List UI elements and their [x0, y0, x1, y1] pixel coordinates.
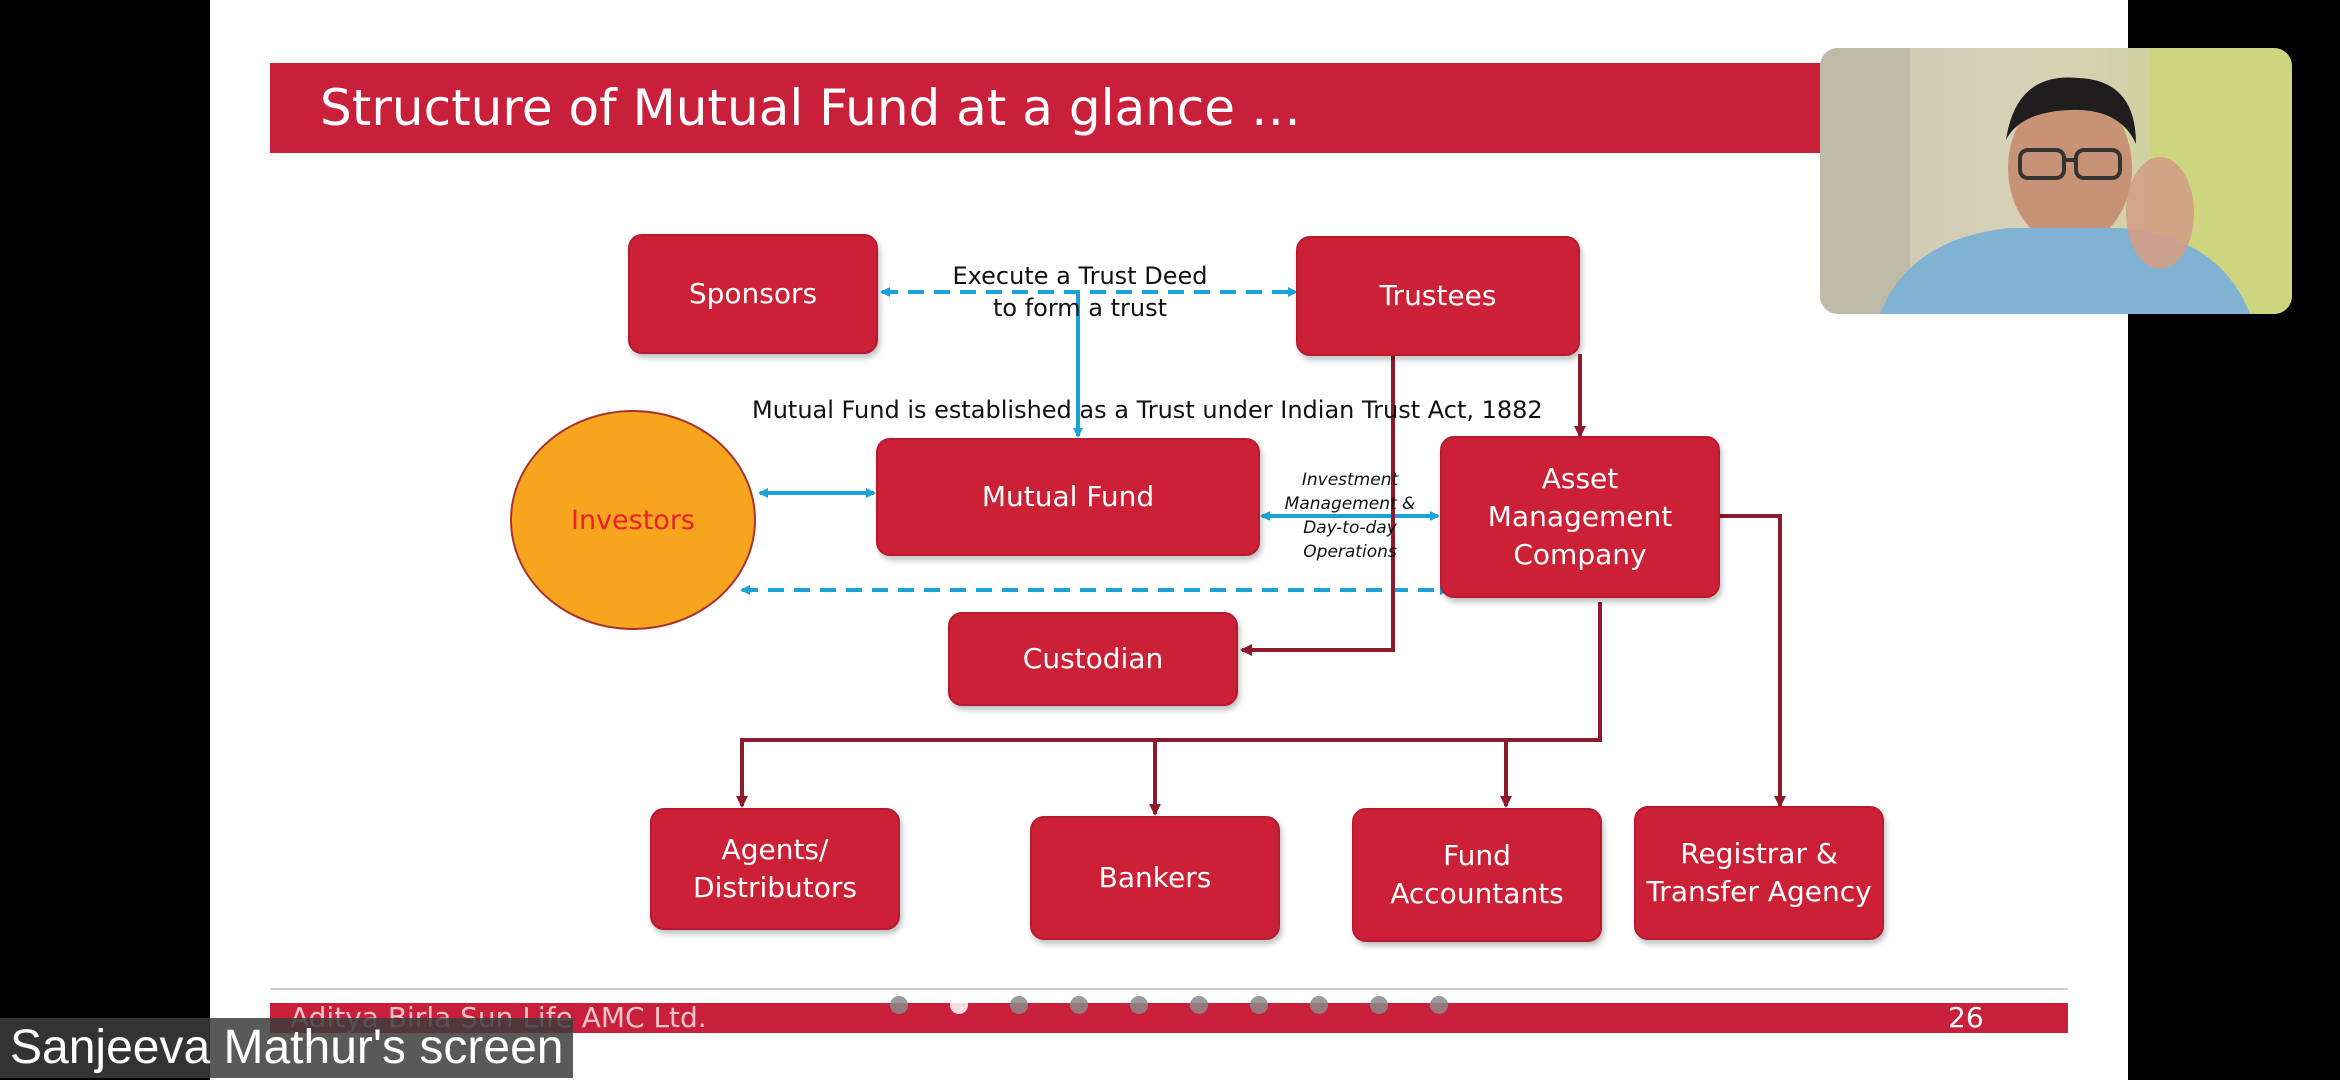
- trust-deed-label-line2: to form a trust: [992, 294, 1168, 322]
- amc-registrar-connector: [1718, 514, 1786, 808]
- presentation-slide: Structure of Mutual Fund at a glance …: [210, 0, 2128, 1080]
- pager-dot[interactable]: [1130, 996, 1148, 1014]
- bankers-box: Bankers: [1030, 816, 1280, 940]
- agents-distributors-box: Agents/ Distributors: [650, 808, 900, 930]
- footer-divider: [270, 988, 2068, 990]
- presenter-video-thumbnail[interactable]: [1820, 48, 2292, 314]
- pager-dot[interactable]: [1070, 996, 1088, 1014]
- amc-box: Asset Management Company: [1440, 436, 1720, 598]
- title-bar: Structure of Mutual Fund at a glance …: [270, 63, 1860, 153]
- slide-page-number: 26: [1948, 1001, 1984, 1034]
- pager-dot[interactable]: [950, 996, 968, 1014]
- diagram-connectors: [736, 287, 1786, 816]
- fund-accountants-box: Fund Accountants: [1352, 808, 1602, 942]
- presenter-avatar-icon: [1820, 48, 2292, 314]
- registrar-transfer-agency-box: Registrar & Transfer Agency: [1634, 806, 1884, 940]
- slide-pager[interactable]: [890, 996, 1448, 1014]
- slide-title: Structure of Mutual Fund at a glance …: [320, 79, 1301, 137]
- pager-dot[interactable]: [1250, 996, 1268, 1014]
- pager-dot[interactable]: [890, 996, 908, 1014]
- investors-ellipse: Investors: [510, 410, 756, 630]
- custodian-box: Custodian: [948, 612, 1238, 706]
- trust-deed-label-line1: Execute a Trust Deed: [952, 262, 1208, 290]
- investment-operations-label: Investment Management & Day-to-day Opera…: [1284, 470, 1416, 562]
- trust-act-note: Mutual Fund is established as a Trust un…: [752, 396, 1543, 424]
- trustees-box: Trustees: [1296, 236, 1580, 356]
- pager-dot[interactable]: [1010, 996, 1028, 1014]
- screen-share-label: Sanjeeva Mathur's screen: [0, 1018, 574, 1078]
- amc-bottom-row-connector: [736, 602, 1602, 808]
- pager-dot[interactable]: [1310, 996, 1328, 1014]
- sponsors-box: Sponsors: [628, 234, 878, 354]
- pager-dot[interactable]: [1430, 996, 1448, 1014]
- pager-dot[interactable]: [1190, 996, 1208, 1014]
- mutual-fund-box: Mutual Fund: [876, 438, 1260, 556]
- trustees-custodian-connector: [1240, 354, 1395, 656]
- pager-dot[interactable]: [1370, 996, 1388, 1014]
